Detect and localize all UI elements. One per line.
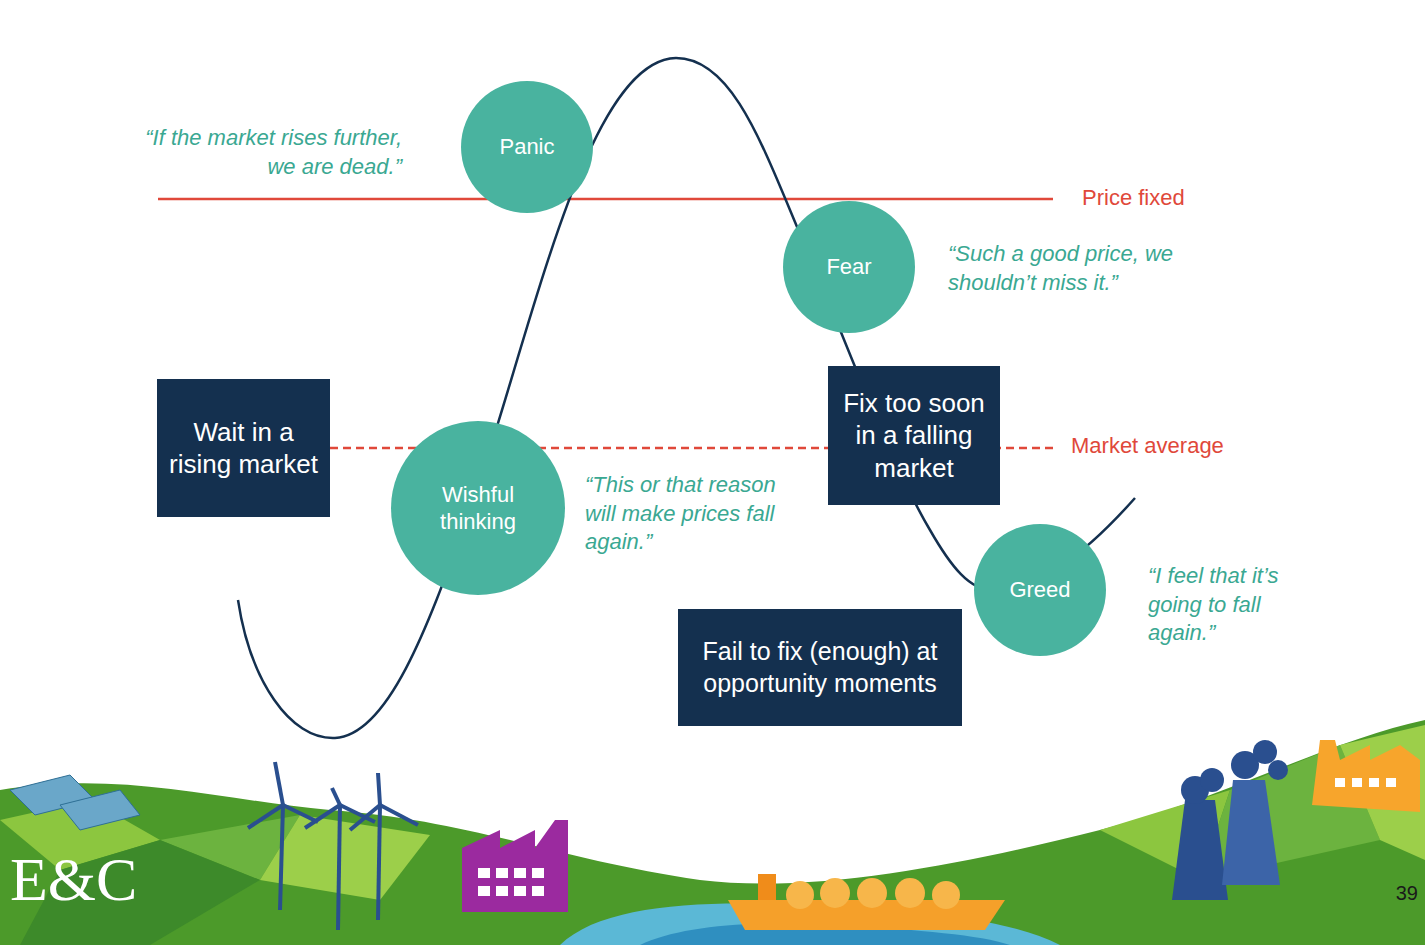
emotion-circle: Wishful thinking [391, 421, 565, 595]
mistake-label: Fix too soon in a falling market [838, 387, 990, 485]
quote-text: “If the market rises further, we are dea… [140, 124, 402, 181]
circle-shape [391, 421, 565, 595]
emotion-label: Wishful thinking [413, 481, 544, 536]
quote-text: “I feel that it’s going to fall again.” [1148, 562, 1318, 648]
emotion-circle: Panic [461, 81, 593, 213]
mistake-label: Fail to fix (enough) at opportunity mome… [688, 636, 952, 699]
emotion-label: Fear [826, 253, 871, 281]
emotion-circle: Fear [783, 201, 915, 333]
emotion-label: Panic [499, 133, 554, 161]
page-number: 39 [1370, 880, 1418, 906]
emotion-label: Greed [1009, 576, 1070, 604]
mistake-box: Fix too soon in a falling market [828, 366, 1000, 505]
price-fixed-line [158, 198, 1053, 201]
line-label: Price fixed [1082, 184, 1242, 213]
quote-text: “Such a good price, we shouldn’t miss it… [948, 240, 1208, 297]
logo-text: E&C [10, 848, 130, 910]
mistake-box: Fail to fix (enough) at opportunity mome… [678, 609, 962, 726]
line-label: Market average [1071, 432, 1271, 461]
landscape [0, 720, 1425, 945]
emotion-circle: Greed [974, 524, 1106, 656]
mistake-box: Wait in a rising market [157, 379, 330, 517]
mistake-label: Wait in a rising market [167, 416, 320, 481]
quote-text: “This or that reason will make prices fa… [585, 471, 810, 557]
